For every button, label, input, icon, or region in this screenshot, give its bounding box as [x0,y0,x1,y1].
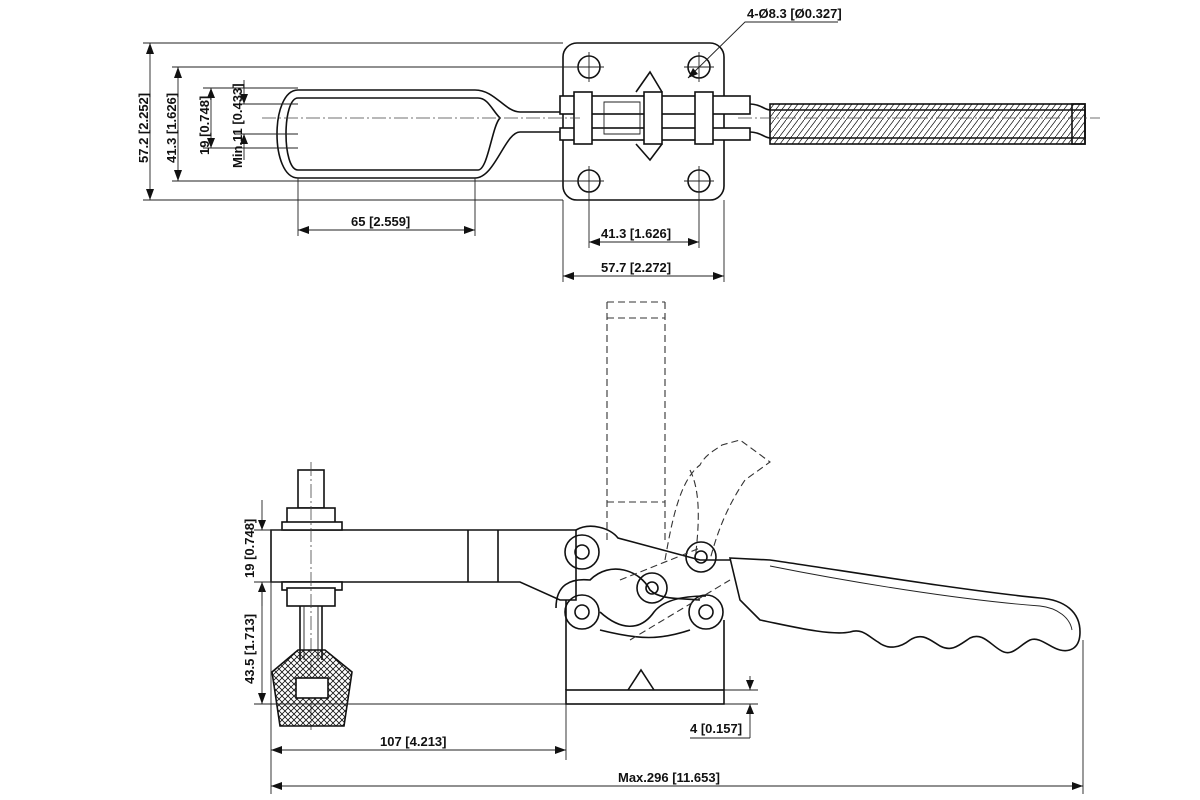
dim-slot-length: 65 [2.559] [351,214,410,229]
pivot-3 [636,572,668,604]
side-base [565,689,725,705]
dim-spindle-height: 43.5 [1.713] [242,614,257,684]
dim-overall-length: Max.296 [11.653] [618,770,720,785]
dim-base-width: 57.7 [2.272] [601,260,671,275]
dim-reach: 107 [4.213] [380,734,447,749]
top-base-plate [562,42,725,201]
dim-top-total-height: 57.2 [2.252] [136,93,151,163]
dim-top-slot-height: 19 [0.748] [197,96,212,155]
side-handle [728,557,1081,654]
dim-top-bolt-height: 41.3 [1.626] [164,93,179,163]
slotted-arm [276,89,560,179]
pivot-1 [564,534,600,570]
pivot-4 [685,541,717,573]
top-view: 4-Ø8.3 [Ø0.327] 57.2 [2.252] 41.3 [1.626… [136,6,1100,282]
side-view: 19 [0.748] 43.5 [1.713] 107 [4.213] 4 [0… [242,301,1084,794]
dim-base-thickness: 4 [0.157] [690,721,742,736]
bolt-hole-br [684,166,714,196]
dim-bolt-spacing: 41.3 [1.626] [601,226,671,241]
pivot-5 [688,594,724,630]
dim-top-min-slot: Min.11 [0.433] [230,83,245,168]
top-handle-grip [769,103,1086,145]
dim-bar-height: 19 [0.748] [242,519,257,578]
dim-hole-spec: 4-Ø8.3 [Ø0.327] [747,6,842,21]
pivot-2 [564,594,600,630]
